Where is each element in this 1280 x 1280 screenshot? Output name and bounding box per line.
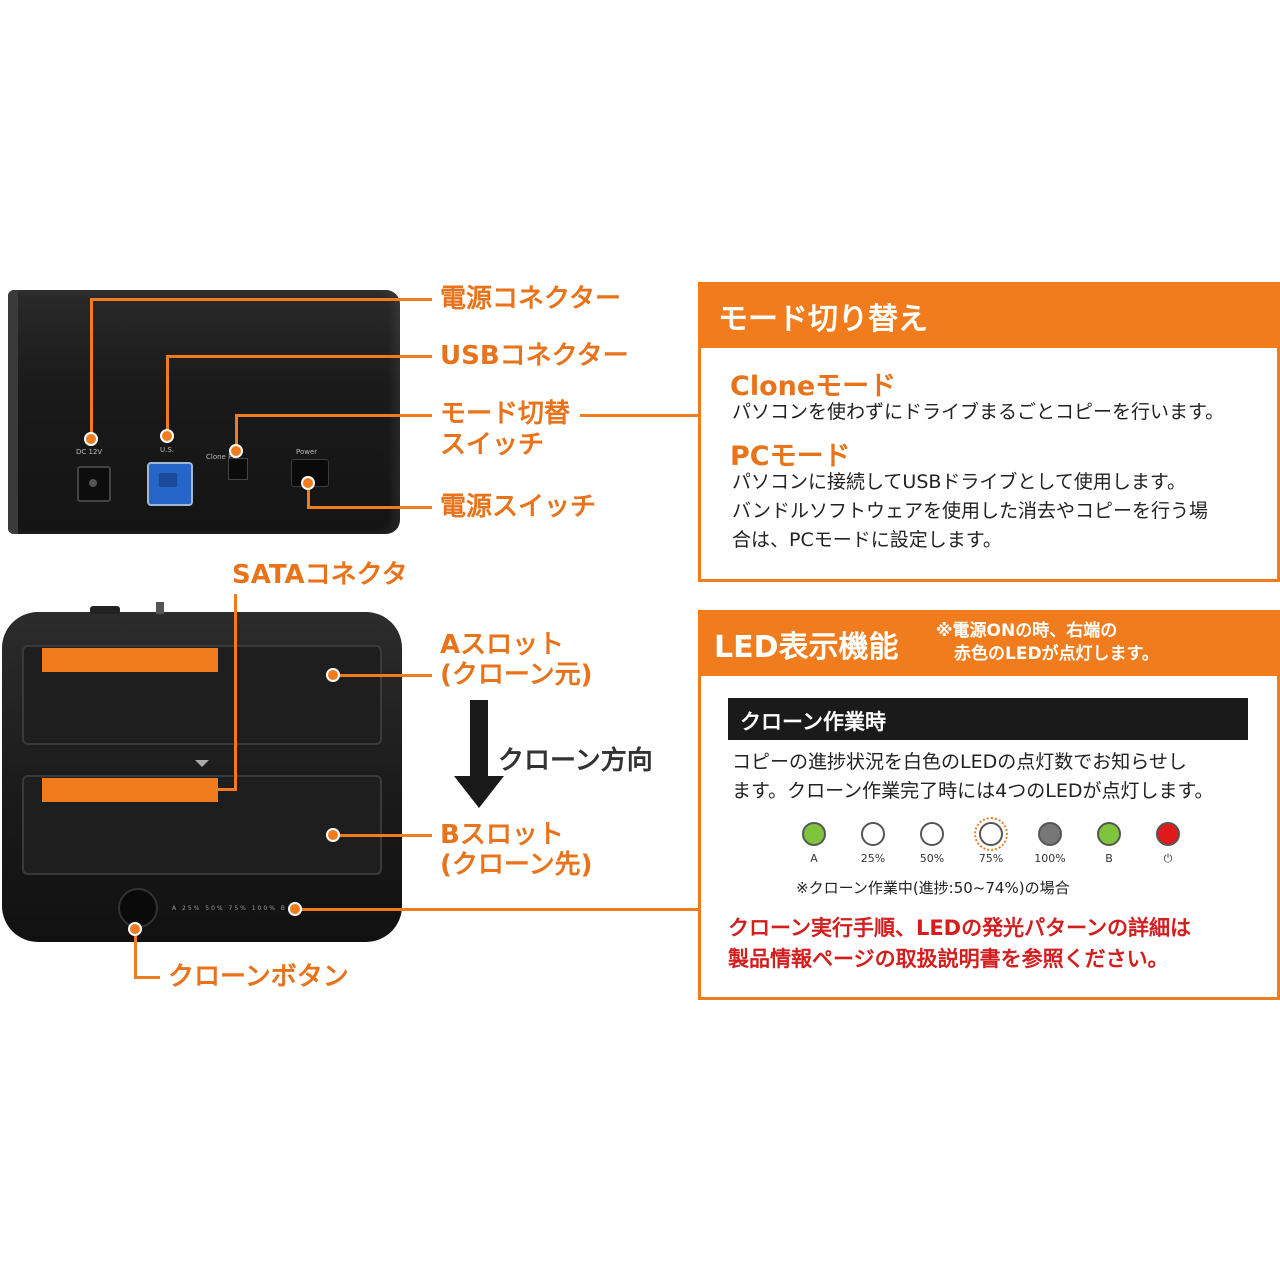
led-1-label: 25% <box>860 852 886 865</box>
leader-power-connector-v <box>90 298 93 440</box>
label-power-connector: 電源コネクター <box>440 284 621 314</box>
sata-connector-a <box>42 648 218 672</box>
led-warning-1: クローン実行手順、LEDの発光パターンの詳細は <box>728 916 1192 940</box>
led-example-note: ※クローン作業中(進捗:50~74%)の場合 <box>796 879 1070 897</box>
dc-port-label: DC 12V <box>76 448 103 456</box>
device-top-switch <box>156 602 164 614</box>
label-clone-direction: クローン方向 <box>498 746 653 776</box>
power-switch-label: Power <box>296 448 318 456</box>
usb-port-label: U.S. <box>160 446 175 454</box>
leader-power-switch-h <box>307 506 432 509</box>
label-clone-button: クローンボタン <box>168 962 349 992</box>
clone-button <box>118 888 158 928</box>
leader-ext-2 <box>400 355 432 358</box>
led-0-icon <box>802 822 826 846</box>
clone-work-bar: クローン作業時 <box>728 698 1248 740</box>
label-slot-a-1: Aスロット <box>440 630 565 660</box>
leader-ext-3 <box>400 414 432 417</box>
device-rear-panel <box>8 290 400 534</box>
led-box-note-1: ※電源ONの時、右端の <box>936 621 1118 641</box>
leader-power-connector-h <box>90 298 400 301</box>
leader-mode-h <box>235 414 400 417</box>
led-1-icon <box>861 822 885 846</box>
led-6-label: ⏻ <box>1163 852 1173 865</box>
label-usb-connector: USBコネクター <box>440 341 629 371</box>
leader-sata-v <box>234 594 237 790</box>
led-0-label: A <box>810 852 818 865</box>
mode-box-header: モード切り替え <box>698 282 1280 348</box>
label-mode-switch-2: スイッチ <box>440 430 545 460</box>
leader-dot-usb <box>160 429 174 443</box>
led-3-icon <box>974 817 1008 851</box>
leader-led-strip <box>298 908 698 911</box>
led-3-label: 75% <box>978 852 1004 865</box>
clone-direction-arrow-shaft <box>470 700 488 778</box>
led-text-1: コピーの進捗状況を白色のLEDの点灯数でお知らせし <box>732 751 1187 773</box>
device-top-clip <box>90 606 120 614</box>
led-4-icon <box>1038 822 1062 846</box>
device-rear-edge <box>8 290 18 534</box>
clone-direction-arrow-icon <box>454 776 504 808</box>
leader-slot-b <box>336 834 432 837</box>
leader-slot-a <box>336 674 432 677</box>
led-box-title: LED表示機能 <box>714 630 899 665</box>
mode-box-title: モード切り替え <box>718 302 928 337</box>
leader-dot-mode <box>229 444 243 458</box>
dc-power-port <box>77 466 111 502</box>
label-sata-connector: SATAコネクタ <box>232 560 408 590</box>
leader-dot-power-connector <box>84 432 98 446</box>
label-slot-b-1: Bスロット <box>440 820 564 850</box>
sata-connector-b <box>42 778 218 802</box>
leader-mode-to-box <box>580 414 698 417</box>
slot-divider-arrow-icon <box>195 760 209 767</box>
led-4-label: 100% <box>1034 852 1066 865</box>
pc-mode-text-2: バンドルソフトウェアを使用した消去やコピーを行う場 <box>732 500 1208 522</box>
label-mode-switch-1: モード切替 <box>440 399 571 429</box>
leader-dot-slot-a <box>326 668 340 682</box>
pc-mode-text-3: 合は、PCモードに設定します。 <box>732 529 1002 551</box>
leader-dot-clone-button <box>128 922 142 936</box>
label-slot-a-2: (クローン元) <box>440 660 593 690</box>
led-5-icon <box>1097 822 1121 846</box>
mode-switch <box>228 458 248 480</box>
leader-clone-button-v <box>134 928 137 978</box>
leader-dot-power-switch <box>301 476 315 490</box>
led-2-label: 50% <box>919 852 945 865</box>
clone-work-title: クローン作業時 <box>740 710 886 734</box>
mode-switch-label: Clone PC <box>206 453 238 461</box>
clone-mode-title: Cloneモード <box>730 371 897 402</box>
led-box-note-2: 赤色のLEDが点灯します。 <box>954 644 1159 664</box>
leader-ext-1 <box>400 298 432 301</box>
leader-power-switch-v <box>307 482 310 508</box>
label-power-switch: 電源スイッチ <box>440 492 597 522</box>
led-warning-2: 製品情報ページの取扱説明書を参照ください。 <box>728 947 1169 971</box>
leader-dot-led-strip <box>288 902 302 916</box>
leader-dot-slot-b <box>326 828 340 842</box>
led-6-icon <box>1156 822 1180 846</box>
led-box-note: ※電源ONの時、右端の 赤色のLEDが点灯します。 <box>936 620 1159 666</box>
leader-clone-button-h <box>134 976 160 979</box>
usb-port <box>147 462 193 506</box>
led-2-icon <box>920 822 944 846</box>
pc-mode-title: PCモード <box>730 441 851 472</box>
front-led-strip: A 25% 50% 75% 100% B ⏻ <box>172 905 298 912</box>
leader-usb-h <box>166 355 400 358</box>
leader-usb-v <box>166 355 169 437</box>
pc-mode-text-1: パソコンに接続してUSBドライブとして使用します。 <box>732 471 1186 493</box>
leader-sata-h <box>212 788 237 791</box>
led-box-header: LED表示機能 ※電源ONの時、右端の 赤色のLEDが点灯します。 <box>698 610 1280 676</box>
led-text-2: ます。クローン作業完了時には4つのLEDが点灯します。 <box>732 780 1214 802</box>
clone-mode-text: パソコンを使わずにドライブまるごとコピーを行います。 <box>732 401 1225 423</box>
led-5-label: B <box>1105 852 1113 865</box>
leader-mode-v <box>235 414 238 452</box>
label-slot-b-2: (クローン先) <box>440 850 593 880</box>
